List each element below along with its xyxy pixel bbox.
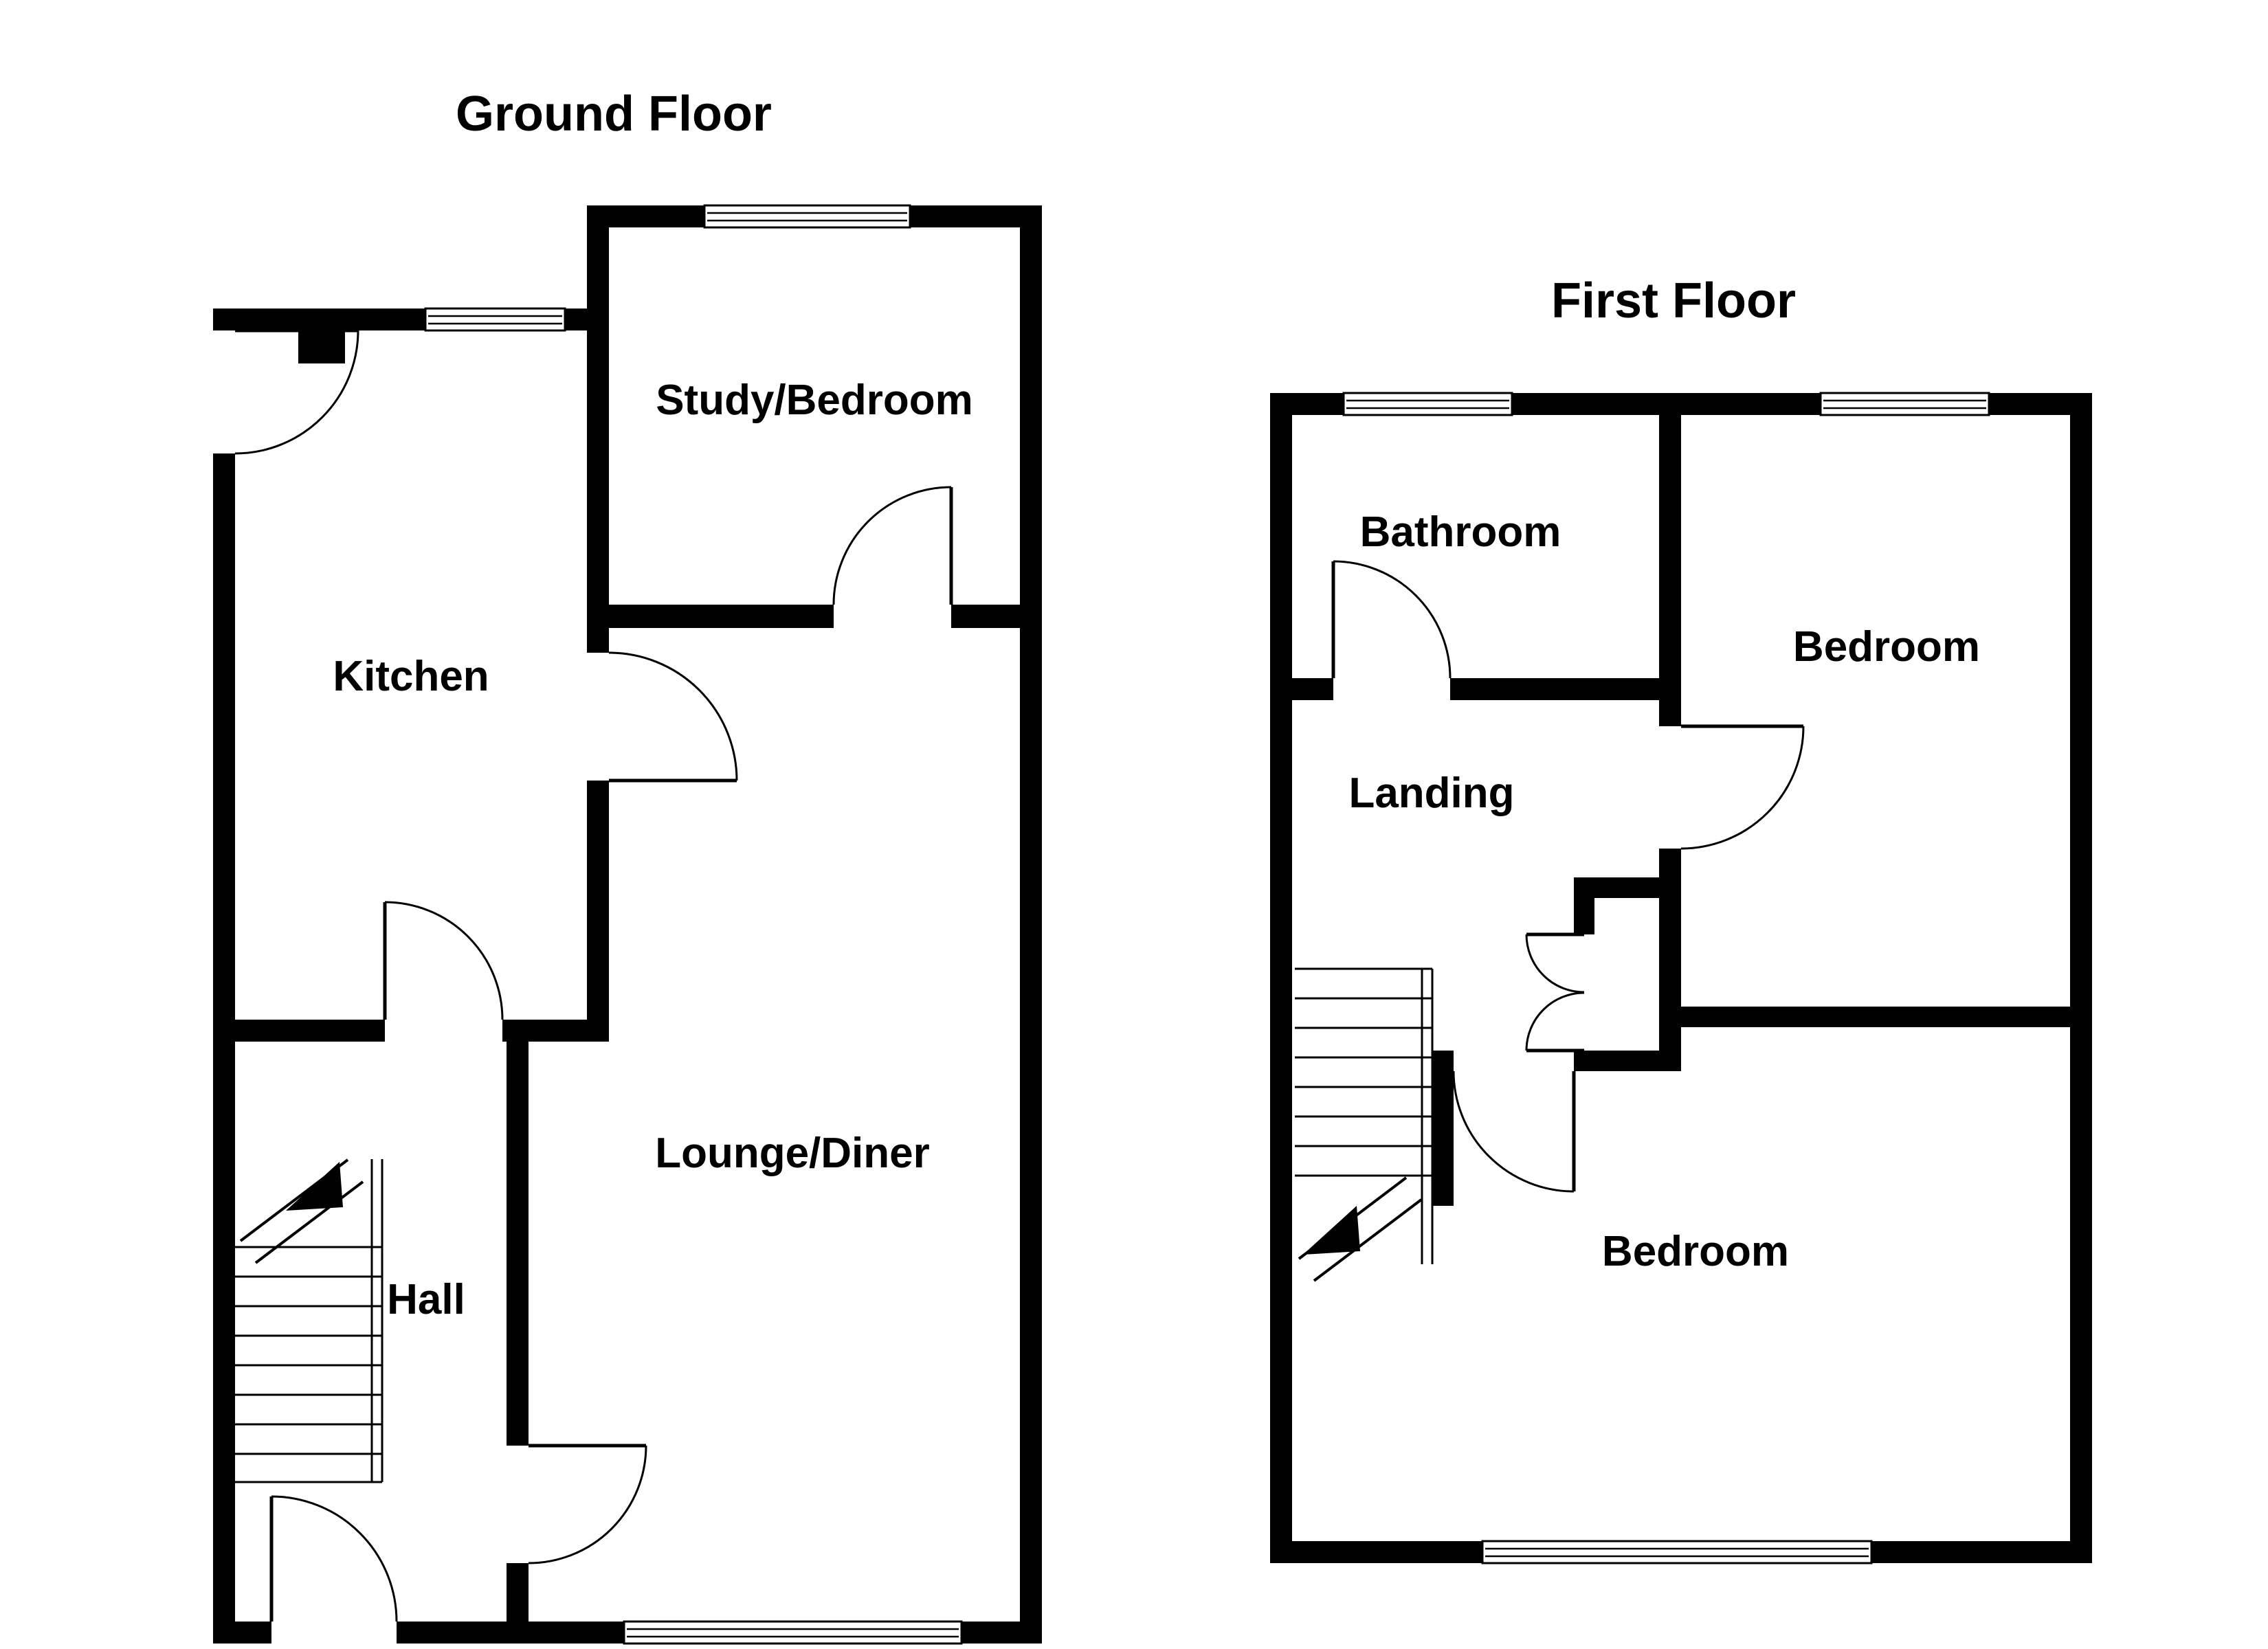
- wall: [587, 605, 834, 628]
- wall: [213, 309, 298, 330]
- room-label-study-bedroom: Study/Bedroom: [656, 377, 973, 424]
- window-glazing-line: [428, 315, 562, 325]
- stair-treads: [235, 1246, 382, 1483]
- door-swing-arc: [271, 1495, 398, 1622]
- study-window: [703, 204, 911, 229]
- door-swing-arc: [608, 651, 738, 781]
- front-bedroom-door: [1680, 724, 1805, 850]
- room-label-kitchen: Kitchen: [333, 653, 489, 700]
- wall: [1270, 393, 1292, 1563]
- cupboard-wall: [1574, 1051, 1681, 1071]
- stair-break-line: [1298, 1176, 1423, 1282]
- wall: [1292, 678, 1333, 700]
- door-swing-arc: [1525, 934, 1585, 994]
- wall: [587, 628, 609, 653]
- wall: [587, 781, 609, 1042]
- door-swing-arc: [234, 330, 359, 455]
- wall: [507, 1020, 529, 1446]
- door-swing-arc: [832, 486, 952, 605]
- wall: [961, 1622, 1042, 1644]
- wall: [1450, 678, 1681, 700]
- room-label-bathroom: Bathroom: [1360, 508, 1561, 556]
- door-swing-arc: [1680, 726, 1805, 850]
- wall: [1659, 1007, 2070, 1027]
- window-frame: [1342, 392, 1513, 416]
- wall-pier: [298, 309, 345, 363]
- room-label-lounge-diner: Lounge/Diner: [655, 1130, 930, 1177]
- window-frame: [424, 307, 566, 332]
- stair-direction-wedge: [286, 1162, 343, 1211]
- cupboard-wall: [1574, 877, 1594, 934]
- wall: [1659, 393, 1681, 726]
- wall: [345, 309, 425, 330]
- lounge-window: [623, 1620, 963, 1645]
- kitchen-hall-door: [383, 901, 504, 1020]
- door-swing-arc: [384, 901, 504, 1020]
- ground-floor-walls: [213, 205, 1042, 1644]
- window-glazing-line: [1346, 399, 1509, 410]
- window-glazing-line: [1823, 399, 1986, 410]
- front-bedroom-window: [1819, 392, 1990, 416]
- window-frame: [1481, 1540, 1873, 1564]
- wall: [1270, 393, 1344, 415]
- window-frame: [623, 1620, 963, 1645]
- ground-floor-plan: Ground Floor: [213, 87, 1042, 1645]
- door-swing-arc: [1333, 560, 1452, 679]
- window-glazing-line: [707, 212, 907, 222]
- bathroom-door: [1331, 560, 1452, 679]
- kitchen-lounge-door: [608, 651, 738, 783]
- wall: [213, 1622, 271, 1644]
- wall: [1871, 1541, 2092, 1563]
- wall: [213, 1020, 385, 1042]
- room-label-bedroom-back: Bedroom: [1602, 1228, 1789, 1275]
- first-floor-title: First Floor: [1551, 273, 1796, 328]
- window-glazing-line: [1485, 1547, 1869, 1558]
- door-swing-arc: [528, 1445, 647, 1564]
- wall: [1270, 1541, 1482, 1563]
- wall: [213, 453, 235, 1644]
- wall: [587, 205, 609, 628]
- back-bedroom-window: [1481, 1540, 1873, 1564]
- stair-stringer: [370, 1159, 383, 1482]
- room-label-landing: Landing: [1348, 770, 1514, 817]
- wall: [1432, 1051, 1454, 1206]
- first-floor-stairs: [1295, 967, 1434, 1282]
- study-door: [832, 486, 953, 605]
- stair-direction-wedge: [1303, 1206, 1360, 1255]
- door-swing-arc: [1525, 991, 1585, 1051]
- ground-floor-stairs: [235, 1158, 383, 1483]
- kitchen-window: [424, 307, 566, 332]
- front-door: [269, 1495, 398, 1622]
- window-frame: [703, 204, 911, 229]
- wall: [2070, 393, 2092, 1563]
- door-swing-arc: [1452, 1070, 1575, 1193]
- wall: [1020, 205, 1042, 1644]
- wall: [587, 205, 704, 227]
- cupboard-doors: [1525, 932, 1585, 1053]
- window-frame: [1819, 392, 1990, 416]
- first-floor-walls: [1270, 393, 2092, 1563]
- wall: [951, 605, 1042, 628]
- ground-floor-title: Ground Floor: [456, 87, 772, 142]
- stair-treads: [1295, 967, 1432, 1177]
- bathroom-window: [1342, 392, 1513, 416]
- back-bedroom-door: [1452, 1070, 1576, 1193]
- window-glazing-line: [627, 1628, 959, 1638]
- stair-stringer: [1421, 969, 1434, 1264]
- back-door: [234, 328, 359, 455]
- room-label-bedroom-front: Bedroom: [1793, 623, 1980, 671]
- first-floor-plan: First Floor: [1270, 273, 2092, 1564]
- hall-lounge-door: [528, 1444, 647, 1564]
- room-label-hall: Hall: [387, 1276, 465, 1323]
- wall: [397, 1622, 624, 1644]
